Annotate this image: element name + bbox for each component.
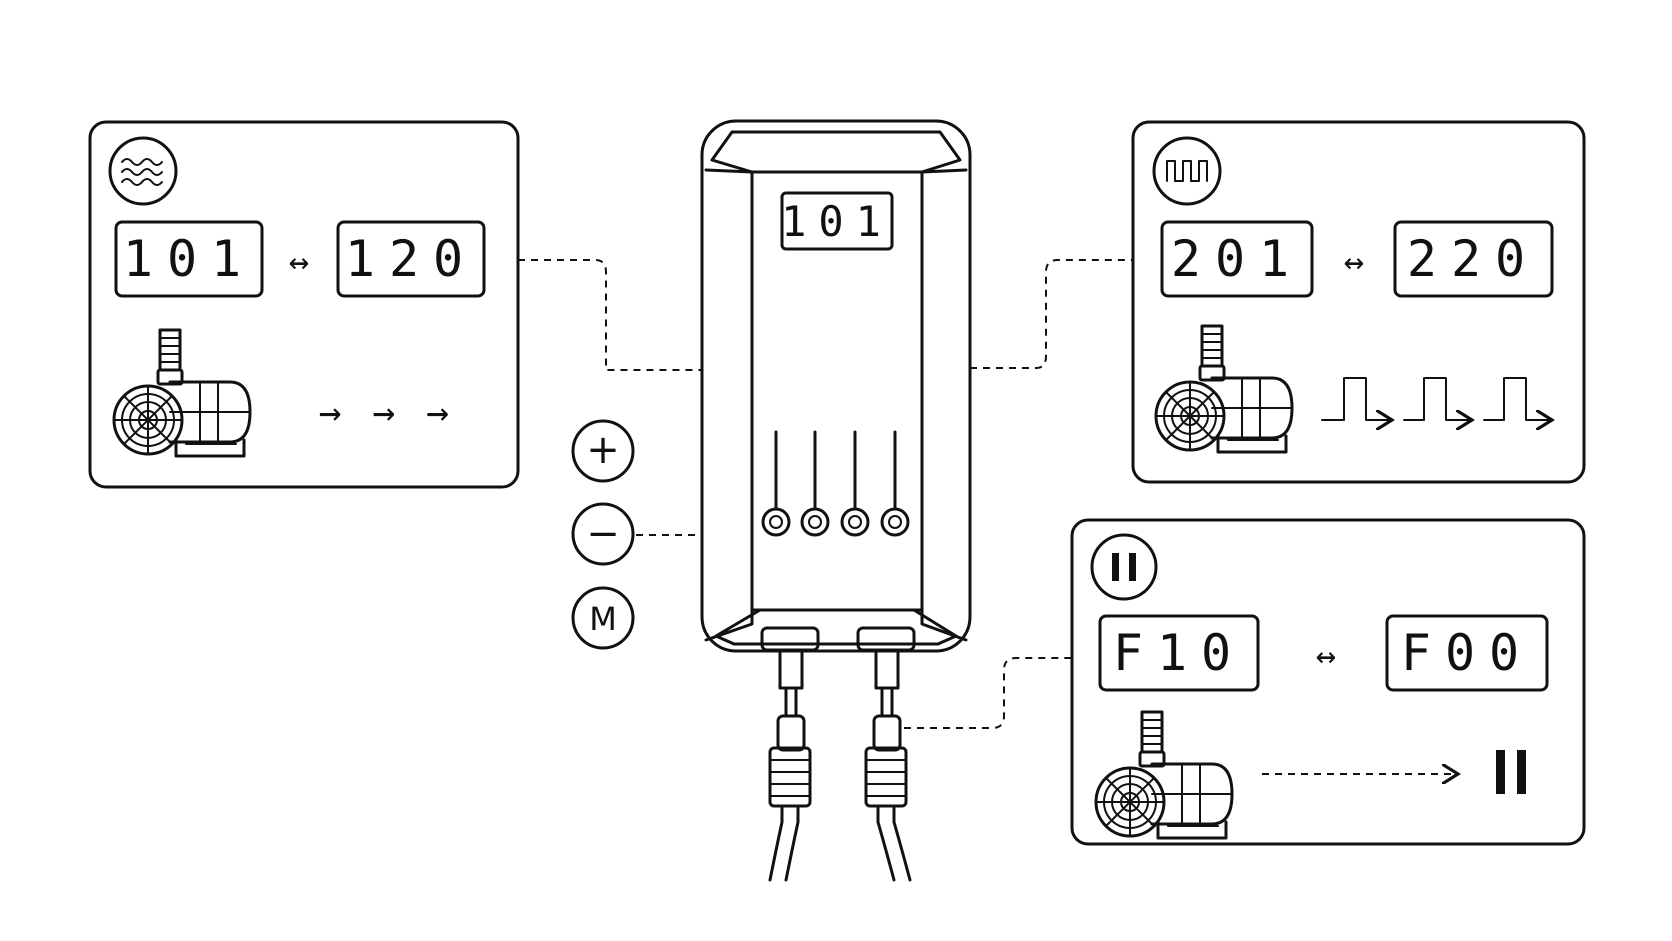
mode-label: M <box>589 600 617 638</box>
pause-swap-arrow: ↔ <box>1316 636 1336 676</box>
pump-illustration <box>112 328 252 458</box>
pause-from-display <box>1098 614 1260 692</box>
pause-to-value: F00 <box>1401 624 1533 682</box>
controller: 101 <box>700 119 972 882</box>
pulse-to-display <box>1393 220 1554 298</box>
minus-button[interactable]: − <box>571 502 635 566</box>
pulse-to-value: 220 <box>1407 230 1539 288</box>
wave-swap-arrow: ↔ <box>289 242 309 282</box>
pulse-swap-arrow: ↔ <box>1344 242 1364 282</box>
wave-from-value: 101 <box>123 230 255 288</box>
pump-illustration <box>1154 324 1294 454</box>
wave-from-display <box>114 220 264 298</box>
pause-from-value: F10 <box>1113 624 1245 682</box>
controller-display: 101 <box>780 191 894 251</box>
pause-to-display <box>1385 614 1549 692</box>
wave-flow-arrows: → → → <box>319 390 453 434</box>
wave-to-display <box>336 220 486 298</box>
pulse-from-value: 201 <box>1171 230 1303 288</box>
pause-mode-panel: F10 ↔ F00 <box>1070 518 1586 846</box>
pump-illustration <box>1094 710 1234 840</box>
pulse-mode-panel: 201 ↔ 220 <box>1131 120 1586 484</box>
pause-icon <box>1090 533 1158 601</box>
indicator-leds <box>761 430 910 537</box>
wave-mode-panel: 101 ↔ 120 → → → <box>88 120 520 489</box>
connector-lines <box>518 259 1133 729</box>
pulse-icon <box>1152 136 1222 206</box>
minus-label: − <box>586 511 620 557</box>
cable-right <box>856 626 916 882</box>
pulse-waveform <box>1321 377 1552 420</box>
cable-left <box>760 626 820 882</box>
pause-symbol <box>1496 750 1526 794</box>
pulse-from-display <box>1160 220 1314 298</box>
wave-icon <box>108 136 178 206</box>
plus-label: + <box>586 427 620 473</box>
controller-display-value: 101 <box>781 197 893 246</box>
plus-button[interactable]: + <box>571 419 635 483</box>
mode-button[interactable]: M <box>571 586 635 650</box>
wave-to-value: 120 <box>345 230 477 288</box>
